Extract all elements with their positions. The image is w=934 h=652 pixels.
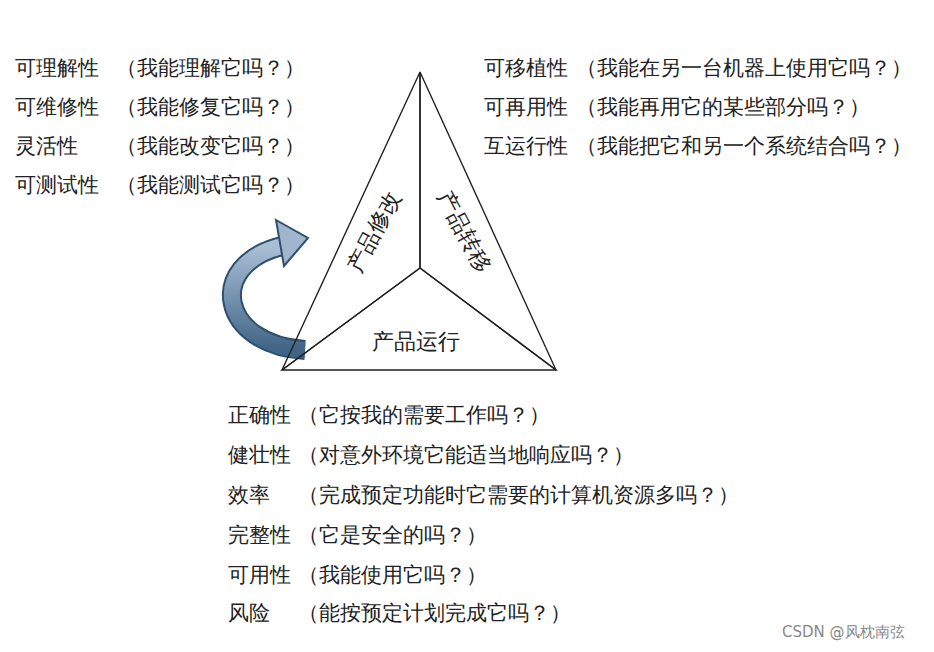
region-label: 产品修改 [344,188,405,276]
attribute-question: （完成预定功能时它需要的计算机资源多吗？） [298,485,739,506]
attribute-question: （我能改变它吗？） [116,136,305,157]
attribute-name: 正确性 [228,405,291,426]
attribute-name: 互运行性 [484,136,568,157]
curved-arrow-outline [232,246,305,350]
attribute-name: 风险 [228,603,270,624]
attribute-question: （它是安全的吗？） [298,525,487,546]
attribute-name: 效率 [228,485,270,506]
region-label: 产品运行 [372,331,460,353]
attribute-name: 完整性 [228,525,291,546]
region-label: 产品转移 [434,188,495,276]
attribute-question: （我能在另一台机器上使用它吗？） [576,58,912,79]
attribute-name: 可理解性 [15,58,99,79]
attribute-question: （我能把它和另一个系统结合吗？） [576,136,912,157]
attribute-name: 健壮性 [228,445,291,466]
attribute-name: 可移植性 [484,58,568,79]
region-outline [282,268,556,370]
attribute-question: （我能使用它吗？） [298,565,487,586]
attribute-question: （我能修复它吗？） [116,97,305,118]
attribute-name: 灵活性 [15,136,78,157]
attribute-question: （我能再用它的某些部分吗？） [576,97,870,118]
attribute-question: （我能测试它吗？） [116,175,305,196]
attribute-name: 可用性 [228,565,291,586]
attribute-question: （它按我的需要工作吗？） [298,405,550,426]
attribute-name: 可维修性 [15,97,99,118]
watermark: CSDN @风枕南弦 [782,625,905,640]
attribute-name: 可再用性 [484,97,568,118]
attribute-question: （能按预定计划完成它吗？） [298,603,571,624]
attribute-question: （我能理解它吗？） [116,58,305,79]
arrow-head [276,220,308,266]
attribute-name: 可测试性 [15,175,99,196]
attribute-question: （对意外环境它能适当地响应吗？） [298,445,634,466]
curved-arrow [232,246,305,350]
product-operation-region: 产品运行 [282,268,556,370]
